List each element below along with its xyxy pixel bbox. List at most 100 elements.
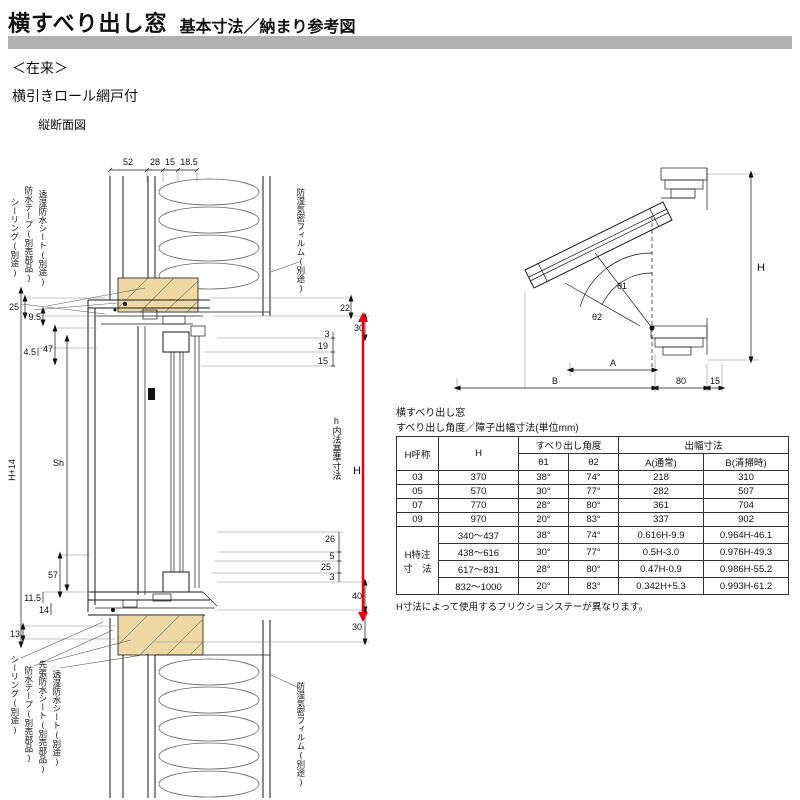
friction-stay-arms [564, 252, 653, 329]
construction-type-label: ＜在来＞ [12, 60, 68, 76]
dim-label: 15 [318, 356, 328, 366]
table-row: H特注 寸 法 340〜437 38° 74° 0.616H-9.9 0.964… [396, 526, 790, 595]
table-row: 832〜1000 20° 83° 0.342H+5.3 0.993H-61.2 [397, 577, 790, 595]
cell-b: 310 [702, 470, 790, 485]
col-header-h: H [438, 436, 519, 471]
table-row: 438〜616 30° 77° 0.5H-3.0 0.976H-49.3 [397, 543, 790, 561]
glazing-lines [170, 352, 184, 572]
right-dimension-labels: 22 30 3 19 15 26 5 25 3 40 30 H [318, 303, 364, 632]
dimension-table: H呼称 H すべり出し角度 出幅寸法 θ1 θ2 A(通常) B(清掃時) 03… [396, 436, 790, 595]
cell-b: 0.993H-61.2 [702, 577, 790, 595]
table-row: 05 570 30° 77° 282 507 [396, 484, 790, 499]
cell-h-name: 07 [396, 498, 439, 513]
screen-type-label: 横引きロール網戸付 [12, 88, 138, 104]
dim-label: 19 [318, 341, 328, 351]
theta1-label: θ1 [617, 281, 627, 291]
dim-label: 80 [676, 376, 686, 386]
cell-theta2: 83° [568, 512, 619, 527]
left-dimension-lines [18, 286, 70, 649]
table-note: H寸法によって使用するフリクションステーが異なります。 [396, 602, 648, 613]
callout-sealing-top: シーリング(別途) [9, 198, 20, 278]
cell-h: 340〜437 [438, 526, 519, 544]
handle [148, 388, 155, 400]
col-group-width: 出幅寸法 [617, 436, 790, 454]
dim-label: B [552, 376, 558, 386]
wall-bottom [109, 618, 271, 798]
cell-a: 361 [618, 498, 704, 513]
cell-theta2: 83° [568, 577, 619, 595]
dim-label: 18.5 [180, 157, 198, 167]
dim-label: Sh [53, 458, 64, 468]
theta2-label: θ2 [592, 312, 602, 322]
table-header-row: H呼称 H すべり出し角度 出幅寸法 [396, 436, 790, 471]
dim-label: 3 [324, 329, 329, 339]
wood-frame-block-bottom [117, 614, 204, 656]
sash-and-glazing [137, 325, 206, 595]
cell-h: 438〜616 [438, 543, 519, 561]
cell-theta1: 20° [518, 512, 569, 527]
cell-a: 0.47H-0.9 [618, 560, 704, 578]
cell-a: 337 [618, 512, 704, 527]
callout-vapor-film-bottom: 防湿気密フィルム(別途) [295, 682, 306, 787]
cell-h: 770 [438, 498, 519, 513]
cell-h: 370 [438, 470, 519, 485]
col-header-theta1: θ1 [518, 453, 569, 471]
insulation-symbol [158, 178, 260, 290]
right-extension-lines [155, 297, 369, 643]
cell-theta1: 30° [518, 484, 569, 499]
dim-label: 4.5 [23, 347, 36, 357]
insulation-symbol [158, 658, 260, 798]
dim-label: 30 [352, 622, 362, 632]
cell-b: 0.976H-49.3 [702, 543, 790, 561]
head-frame-section [660, 167, 708, 210]
dim-label: 25 [321, 562, 331, 572]
dim-label: H+14 [7, 459, 17, 481]
col-header-h-name: H呼称 [396, 436, 439, 471]
dim-label: 14 [39, 605, 49, 615]
dim-label: A [610, 358, 616, 368]
left-extension-lines [23, 297, 115, 640]
cell-a: 0.616H-9.9 [618, 526, 704, 544]
page-header: 横すべり出し窓 基本寸法／納まり参考図 [8, 6, 355, 38]
page-subtitle: 基本寸法／納まり参考図 [179, 19, 356, 36]
callout-breathable-sheet-bottom: 透湿防水シート(別途) [51, 670, 62, 767]
table-row: 07 770 28° 80° 361 704 [396, 498, 790, 513]
dim-label: 47 [43, 344, 53, 354]
dim-label: 26 [325, 534, 335, 544]
header-gray-bar [8, 36, 792, 49]
callout-breathable-sheet-top: 透湿防水シート(別途) [37, 190, 48, 287]
right-dimension-lines [331, 294, 368, 646]
cell-theta2: 80° [568, 498, 619, 513]
dim-label: H [757, 262, 765, 274]
callout-leader-lines [20, 261, 300, 689]
left-dimension-labels: 25 9.5 4.5 47 57 11.5 14 13 Sh H+14 [7, 302, 64, 639]
cell-h: 617〜831 [438, 560, 519, 578]
cell-a: 218 [618, 470, 704, 485]
cell-a: 0.342H+5.3 [618, 577, 704, 595]
table-row: 03 370 38° 74° 218 310 [396, 470, 790, 485]
custom-size-label-cell: H特注 寸 法 [396, 526, 439, 595]
wood-frame-block-top [117, 277, 199, 313]
cell-theta2: 77° [568, 543, 619, 561]
cell-theta2: 77° [568, 484, 619, 499]
open-sash [524, 201, 673, 289]
cell-theta2: 74° [568, 470, 619, 485]
cell-a: 0.5H-3.0 [618, 543, 704, 561]
dim-label: 15 [165, 157, 175, 167]
cell-theta2: 80° [568, 560, 619, 578]
dim-label: 30 [354, 323, 364, 333]
cell-theta1: 38° [518, 470, 569, 485]
angle-arcs: θ1 θ2 [579, 216, 655, 372]
dim-label: 22 [340, 303, 350, 313]
top-dimension-chain: 52 28 15 18.5 [107, 157, 200, 182]
cell-b: 0.964H-46.1 [702, 526, 790, 544]
dim-label: 28 [150, 157, 160, 167]
spec-title: 横すべり出し窓 [396, 408, 466, 419]
cell-b: 704 [702, 498, 790, 513]
dim-label: 52 [123, 157, 133, 167]
head-frame-profile [87, 299, 210, 612]
cell-h-name: 03 [396, 470, 439, 485]
spec-subtitle: すべり出し角度／障子出幅寸法(単位mm) [396, 423, 579, 434]
cell-h-name: 09 [396, 512, 439, 527]
